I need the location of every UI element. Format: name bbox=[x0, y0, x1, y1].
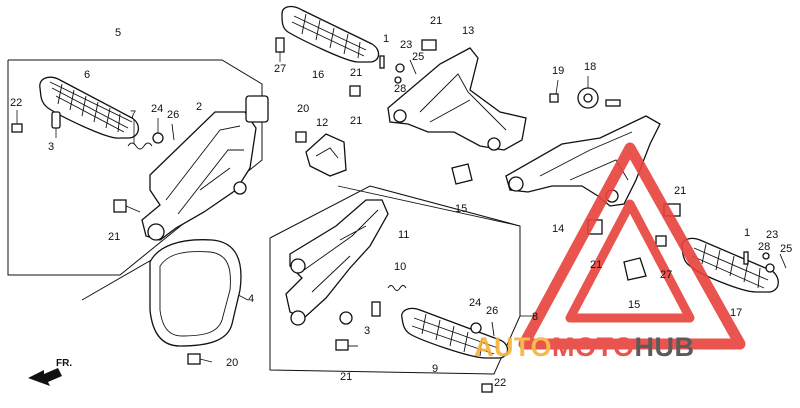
callout-5[interactable]: 5 bbox=[115, 27, 121, 39]
cap-15-lower[interactable] bbox=[623, 257, 647, 281]
switch-18[interactable] bbox=[577, 76, 621, 109]
callout-8[interactable]: 8 bbox=[532, 311, 538, 323]
callout-18[interactable]: 18 bbox=[584, 61, 596, 73]
step-bracket-14[interactable] bbox=[505, 115, 661, 207]
spring-28-right[interactable] bbox=[762, 252, 770, 260]
callout-11[interactable]: 11 bbox=[398, 229, 409, 241]
callout-15[interactable]: 15 bbox=[628, 299, 640, 311]
callout-14[interactable]: 14 bbox=[552, 223, 564, 235]
callout-21[interactable]: 21 bbox=[350, 67, 362, 79]
bolt-21-center[interactable] bbox=[349, 85, 361, 97]
washer-23-right[interactable] bbox=[765, 263, 775, 273]
footpeg-rubber-9[interactable] bbox=[401, 307, 509, 359]
pin-25-right[interactable] bbox=[779, 253, 787, 269]
front-direction-label: FR. bbox=[56, 358, 72, 369]
footpeg-rubber-left[interactable] bbox=[39, 76, 139, 139]
callout-26[interactable]: 26 bbox=[167, 109, 179, 121]
pin-3-left[interactable] bbox=[51, 111, 61, 138]
footpeg-rubber-16[interactable] bbox=[281, 5, 380, 63]
pin-1-top[interactable] bbox=[379, 55, 385, 69]
callout-25[interactable]: 25 bbox=[780, 243, 792, 255]
bolt-21-left[interactable] bbox=[113, 199, 141, 213]
callout-labels: 5 6 22 3 7 24 26 2 21 27 16 20 12 21 21 … bbox=[10, 15, 792, 389]
pin-26-lower[interactable] bbox=[491, 321, 495, 337]
callout-3[interactable]: 3 bbox=[48, 141, 54, 153]
bolt-22-lower[interactable] bbox=[481, 383, 493, 393]
pin-1-right[interactable] bbox=[743, 251, 749, 265]
pin-26-left[interactable] bbox=[171, 123, 175, 141]
callout-21[interactable]: 21 bbox=[430, 15, 442, 27]
watermark-brand-hub: HUB bbox=[635, 332, 695, 362]
watermark-brand-auto: AUTO bbox=[474, 332, 552, 362]
callout-27[interactable]: 27 bbox=[660, 269, 672, 281]
step-holder-11[interactable] bbox=[285, 199, 389, 326]
callout-24[interactable]: 24 bbox=[469, 297, 481, 309]
callout-22[interactable]: 22 bbox=[494, 377, 506, 389]
footpeg-rubber-17[interactable] bbox=[681, 237, 779, 293]
spring-28-top[interactable] bbox=[394, 76, 402, 84]
spring-10[interactable] bbox=[387, 285, 407, 291]
bolt-22-left[interactable] bbox=[11, 110, 23, 133]
callout-21[interactable]: 21 bbox=[340, 371, 352, 383]
callout-23[interactable]: 23 bbox=[400, 39, 412, 51]
callout-28[interactable]: 28 bbox=[758, 241, 770, 253]
callout-22[interactable]: 22 bbox=[10, 97, 22, 109]
bolt-20-top[interactable] bbox=[295, 131, 307, 143]
callout-3[interactable]: 3 bbox=[364, 325, 370, 337]
callout-15[interactable]: 15 bbox=[455, 203, 467, 215]
pin-25-top[interactable] bbox=[409, 59, 417, 75]
step-bracket-13[interactable] bbox=[387, 47, 527, 151]
watermark-brand: AUTOMOTOHUB bbox=[474, 332, 695, 362]
bolt-21-top[interactable] bbox=[421, 39, 437, 51]
watermark-logo: AUTOMOTOHUB bbox=[474, 142, 746, 362]
pin-3-center[interactable] bbox=[371, 301, 381, 317]
bolt-19[interactable] bbox=[549, 79, 559, 103]
callout-12[interactable]: 12 bbox=[316, 117, 328, 129]
front-direction-arrow: FR. bbox=[28, 358, 72, 386]
callout-19[interactable]: 19 bbox=[552, 65, 564, 77]
bolt-27-top[interactable] bbox=[275, 37, 285, 62]
callout-1[interactable]: 1 bbox=[744, 227, 750, 239]
callout-25[interactable]: 25 bbox=[412, 51, 424, 63]
callout-6[interactable]: 6 bbox=[84, 69, 90, 81]
washer-23-top[interactable] bbox=[395, 63, 405, 73]
callout-23[interactable]: 23 bbox=[766, 229, 778, 241]
callout-4[interactable]: 4 bbox=[248, 293, 254, 305]
callout-21[interactable]: 21 bbox=[108, 231, 120, 243]
heel-guard-4[interactable] bbox=[149, 239, 242, 347]
callout-21[interactable]: 21 bbox=[590, 259, 602, 271]
bolt-21-lower-center[interactable] bbox=[335, 339, 358, 351]
callout-16[interactable]: 16 bbox=[312, 69, 324, 81]
callout-24[interactable]: 24 bbox=[151, 103, 163, 115]
warning-triangle-icon bbox=[518, 142, 746, 350]
callout-10[interactable]: 10 bbox=[394, 261, 406, 273]
callout-26[interactable]: 26 bbox=[486, 305, 498, 317]
callout-28[interactable]: 28 bbox=[394, 83, 406, 95]
callout-27[interactable]: 27 bbox=[274, 63, 286, 75]
bracket-12[interactable] bbox=[305, 133, 347, 177]
callout-9[interactable]: 9 bbox=[432, 363, 438, 375]
washer-24-lower[interactable] bbox=[470, 322, 482, 334]
cap-15-upper[interactable] bbox=[451, 163, 473, 185]
callout-20[interactable]: 20 bbox=[226, 357, 238, 369]
spring-7[interactable] bbox=[127, 120, 153, 150]
watermark-brand-moto: MOTO bbox=[552, 332, 635, 362]
callout-13[interactable]: 13 bbox=[462, 25, 474, 37]
bolt-27-right[interactable] bbox=[655, 235, 667, 247]
callout-21[interactable]: 21 bbox=[674, 185, 686, 197]
callout-2[interactable]: 2 bbox=[196, 101, 202, 113]
callout-1[interactable]: 1 bbox=[383, 33, 389, 45]
bolt-20-lower[interactable] bbox=[187, 353, 213, 365]
callout-7[interactable]: 7 bbox=[130, 109, 136, 121]
step-holder-left[interactable] bbox=[141, 95, 269, 241]
callout-17[interactable]: 17 bbox=[730, 307, 742, 319]
washer-24-left[interactable] bbox=[152, 118, 164, 144]
callout-20[interactable]: 20 bbox=[297, 103, 309, 115]
callout-21[interactable]: 21 bbox=[350, 115, 362, 127]
